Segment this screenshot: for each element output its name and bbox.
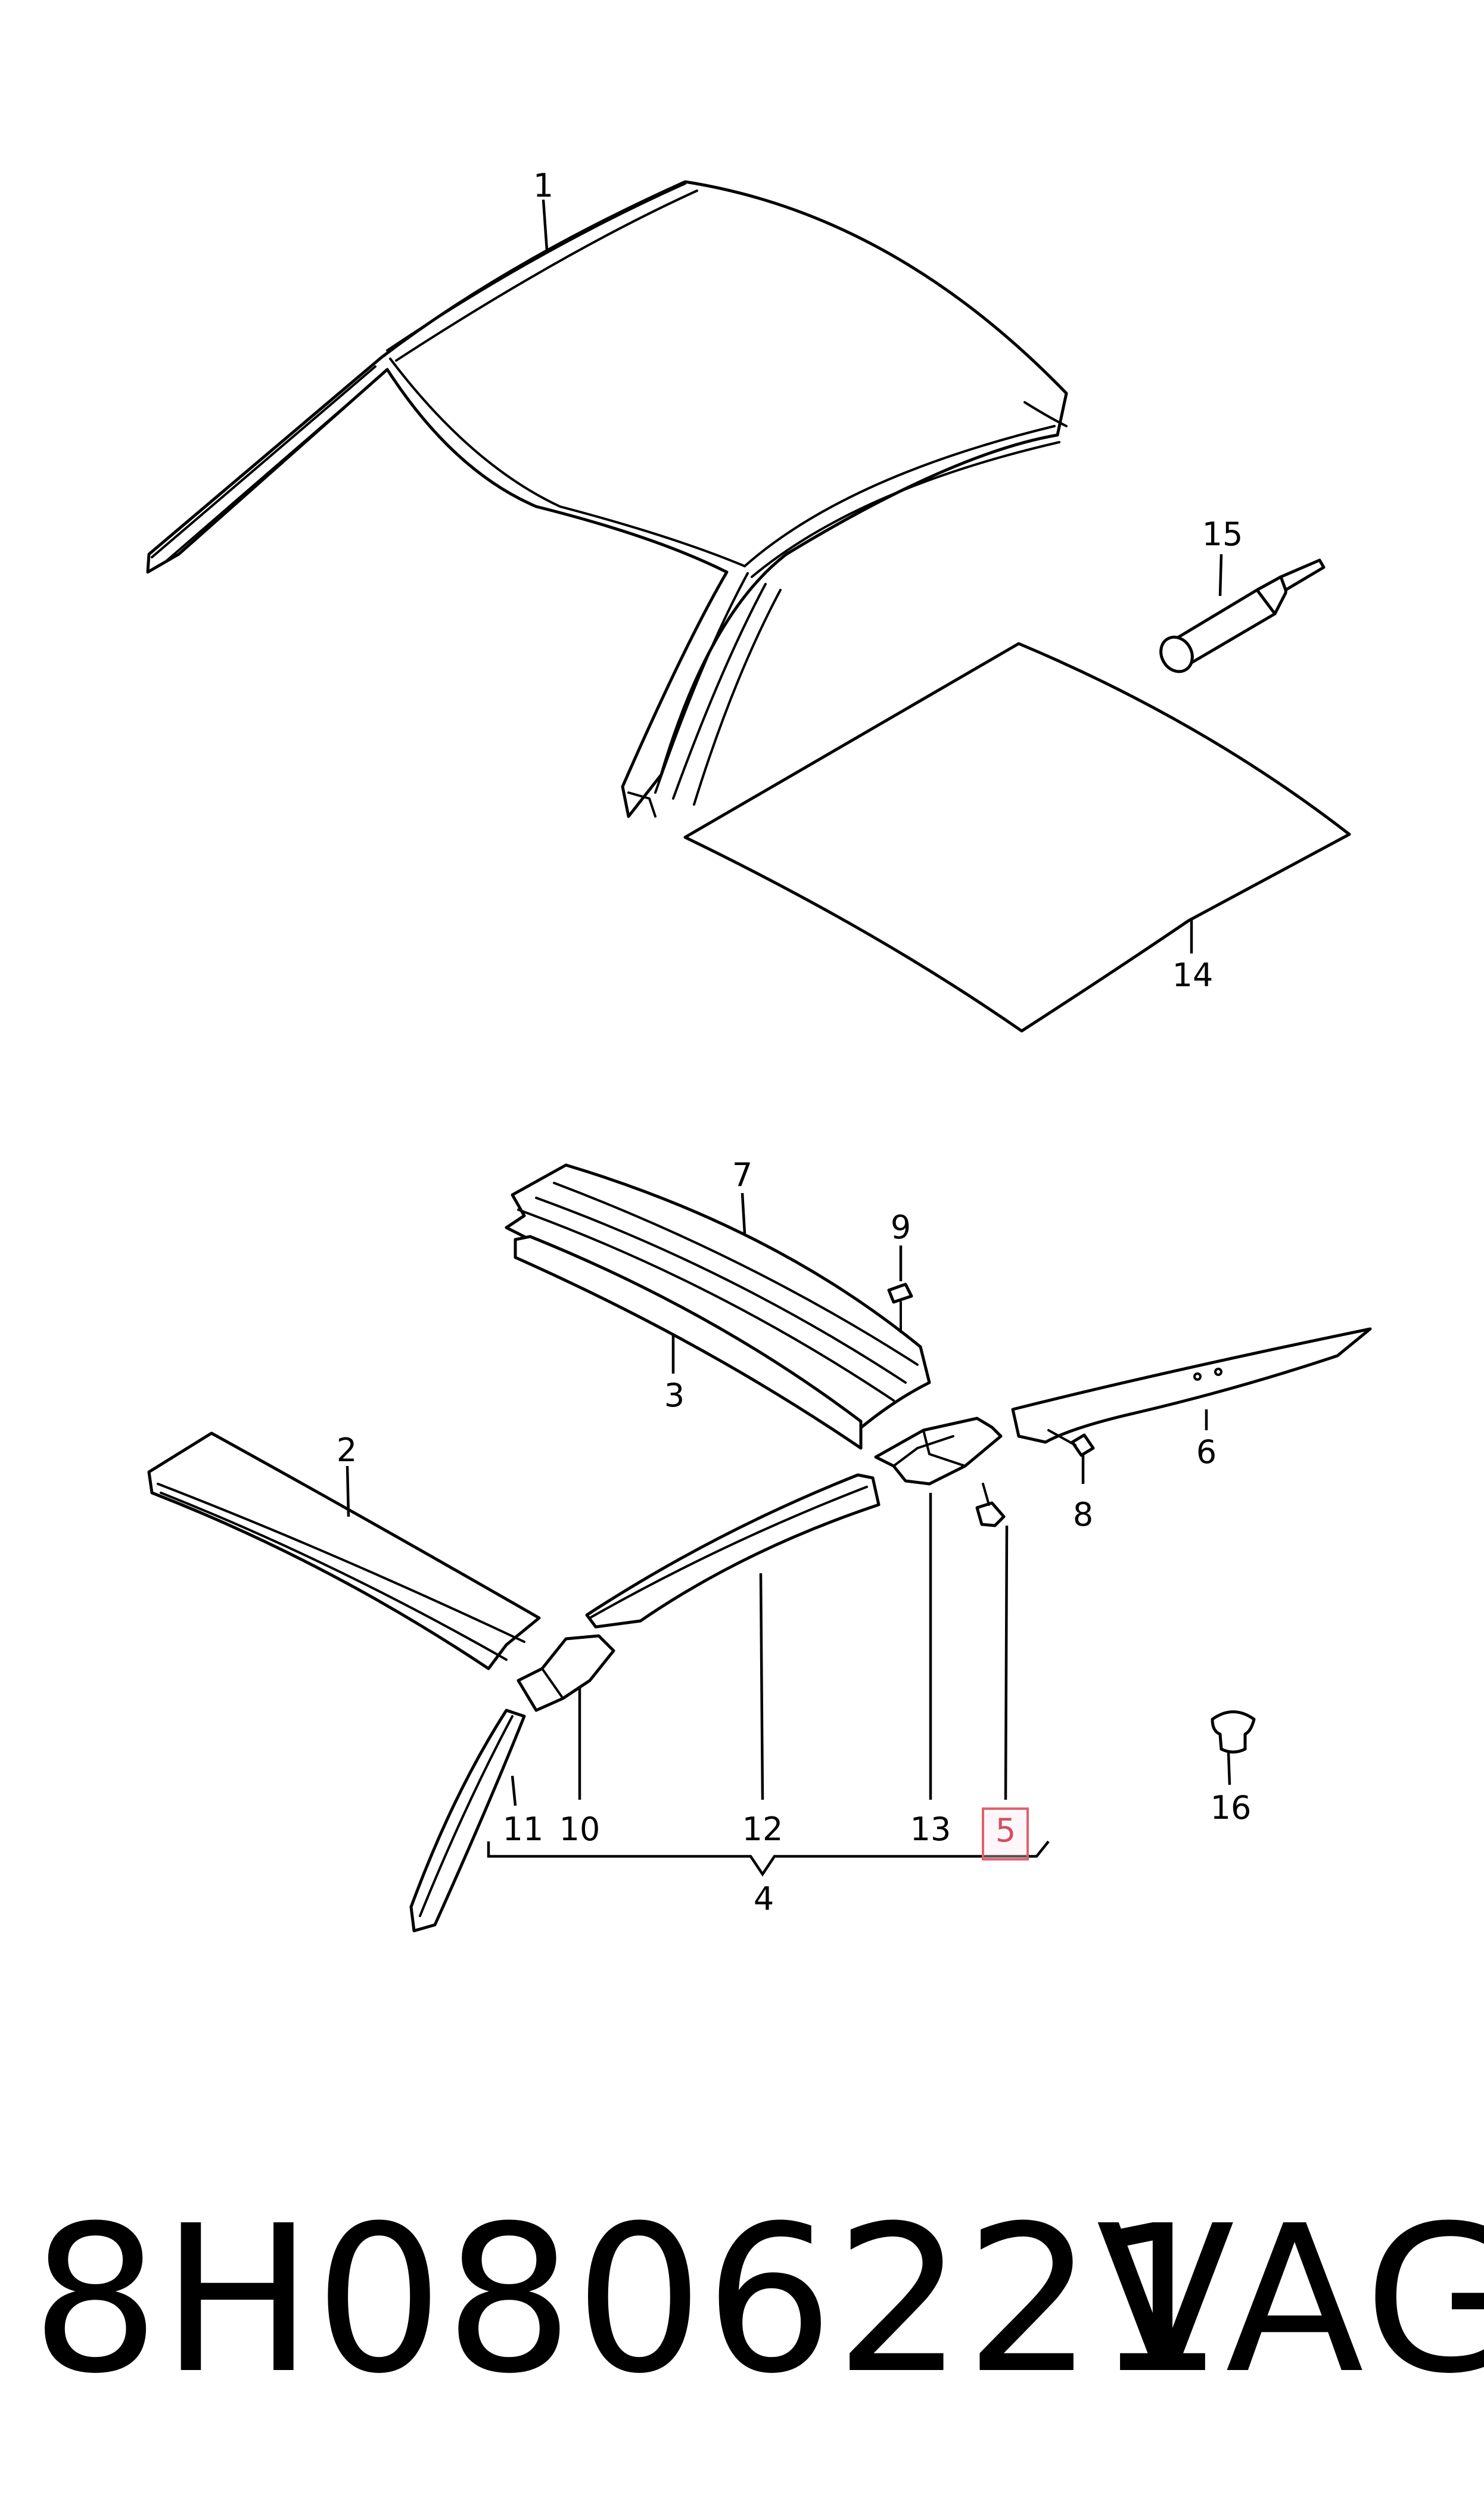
callout-14: 14 xyxy=(1172,956,1214,994)
callout-13: 13 xyxy=(910,1810,951,1848)
part-11-pillar xyxy=(409,1709,526,1933)
part-1-roof-frame xyxy=(146,180,1068,818)
part-2-front-header xyxy=(147,1431,541,1670)
part-6-rear-rail xyxy=(1011,1327,1372,1444)
part-12-side-rail xyxy=(585,1473,881,1629)
part-10-node-bracket xyxy=(517,1634,615,1712)
callout-9: 9 xyxy=(891,1209,911,1246)
callout-10: 10 xyxy=(559,1810,601,1848)
part-7-cross-member xyxy=(505,1163,931,1432)
part-16-plug xyxy=(1211,1710,1256,1754)
callout-16: 16 xyxy=(1211,1789,1252,1827)
leader-lines xyxy=(346,199,1231,1877)
callout-1: 1 xyxy=(533,167,553,204)
callout-12: 12 xyxy=(742,1810,783,1848)
callouts: 1 15 14 7 9 3 6 2 8 16 11 10 12 13 5 4 xyxy=(337,167,1252,1918)
callout-8: 8 xyxy=(1073,1496,1093,1533)
part-15-adhesive-tube xyxy=(1159,558,1326,673)
part-9-bolt xyxy=(887,1282,913,1333)
callout-15: 15 xyxy=(1202,515,1243,553)
part-3-reinforcement xyxy=(514,1235,863,1450)
brand-label: VAG xyxy=(1096,2182,1484,2418)
callout-11: 11 xyxy=(503,1810,544,1848)
callout-5: 5 xyxy=(995,1812,1016,1849)
footer: 8H0806221 VAG xyxy=(0,2181,1484,2419)
part-14-roof-panel xyxy=(683,642,1351,1033)
callout-4: 4 xyxy=(754,1880,774,1918)
callout-6: 6 xyxy=(1196,1433,1217,1471)
part-8-bolt xyxy=(1047,1429,1095,1457)
part-5-nut xyxy=(975,1483,1006,1527)
callout-3: 3 xyxy=(664,1377,685,1414)
callout-7: 7 xyxy=(732,1156,752,1194)
part-number: 8H0806221 xyxy=(31,2182,1225,2418)
part-13-bracket xyxy=(874,1417,1003,1486)
callout-5-highlight xyxy=(982,1807,1029,1860)
callout-2: 2 xyxy=(337,1431,357,1469)
